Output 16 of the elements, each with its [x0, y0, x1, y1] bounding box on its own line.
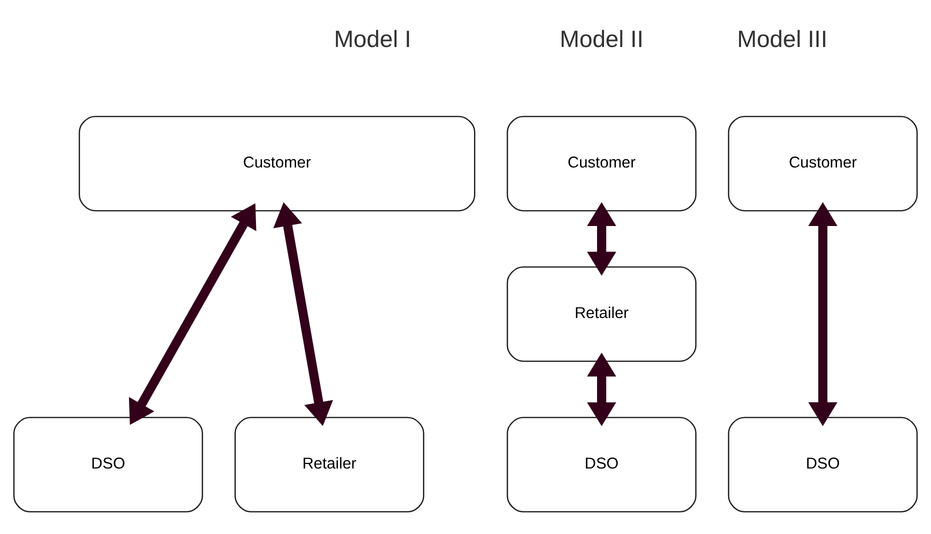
arrow	[273, 202, 334, 426]
label: Model I	[334, 26, 412, 52]
node-box: DSO	[728, 416, 918, 512]
node-box: Retailer	[506, 266, 697, 362]
node-box: DSO	[13, 416, 204, 512]
arrow	[808, 202, 838, 426]
label: Model III	[737, 26, 828, 52]
node-box: Customer	[506, 116, 697, 212]
arrow	[587, 202, 616, 276]
node-box: Retailer	[234, 416, 424, 512]
arrow	[128, 203, 256, 425]
arrow	[587, 352, 616, 426]
node-box: Customer	[728, 116, 918, 212]
node-box: Customer	[78, 116, 476, 212]
node-box: DSO	[506, 416, 697, 512]
label: Model II	[560, 26, 644, 52]
